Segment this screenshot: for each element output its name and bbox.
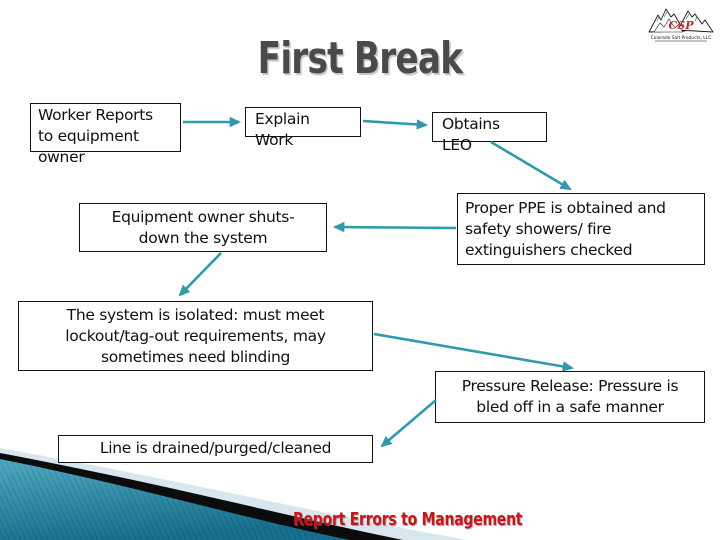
logo-initials: CSP xyxy=(669,19,695,32)
logo-caption: Colorado Salt Products, LLC xyxy=(651,35,712,41)
flow-box-system-isolated: The system is isolated: must meet lockou… xyxy=(18,301,373,371)
flow-box-equipment-owner: Equipment owner shuts- down the system xyxy=(79,203,327,252)
flow-box-worker-reports: Worker Reports to equipment owner xyxy=(30,103,181,166)
mountains-icon xyxy=(648,8,714,33)
company-logo: CSP Colorado Salt Products, LLC xyxy=(648,8,714,42)
mountain-hatching xyxy=(656,11,698,22)
flow-box-explain-work: Explain Work xyxy=(245,107,361,149)
flow-box-obtains-leo: Obtains LEO xyxy=(432,112,547,154)
flow-box-pressure-release: Pressure Release: Pressure is bled off i… xyxy=(435,371,705,423)
flow-box-proper-ppe: Proper PPE is obtained and safety shower… xyxy=(457,193,705,265)
footer-warning: Report Errors to Management xyxy=(293,510,523,530)
wedge-teal-stripes xyxy=(0,459,350,540)
flow-box-line-drained: Line is drained/purged/cleaned xyxy=(58,435,373,463)
slide-title: First Break xyxy=(257,33,463,84)
